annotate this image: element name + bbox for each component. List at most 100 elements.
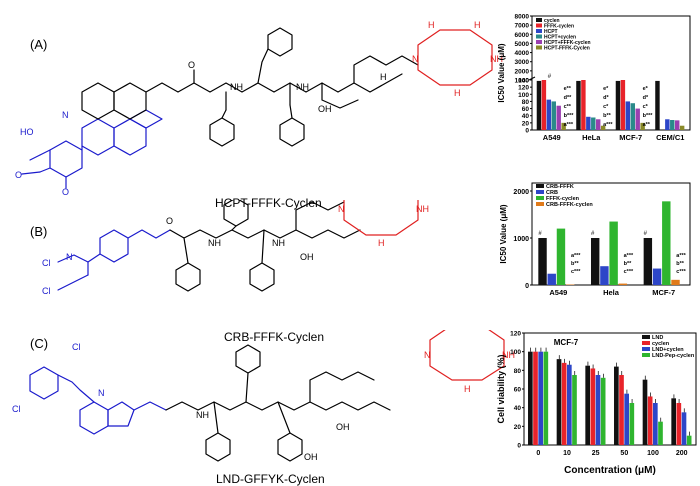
bar: [562, 363, 567, 445]
x-tick-label: 50: [620, 450, 628, 457]
atom-n: N: [98, 388, 105, 398]
significance-label: a***: [624, 253, 634, 259]
y-tick-label: 8000: [515, 14, 530, 21]
bar: [662, 201, 670, 285]
legend-swatch: [642, 335, 650, 339]
atom-cl: Cl: [12, 404, 21, 414]
bar: [548, 274, 556, 285]
legend-swatch: [536, 190, 544, 194]
atom-h: H: [454, 88, 461, 98]
bar: [538, 238, 546, 285]
y-tick-label: 3000: [515, 59, 530, 66]
y-tick-label: 40: [522, 113, 530, 120]
gffyk-linker: [166, 345, 390, 461]
y-tick-label: 40: [514, 405, 522, 412]
legend-label: LND-Pep-cyclen: [652, 353, 695, 359]
significance-label: a***: [676, 253, 686, 259]
y-tick-label: 0: [525, 128, 529, 135]
y-axis-label: IC50 Value (μM): [497, 43, 506, 102]
bar: [591, 368, 596, 445]
bar: [687, 436, 692, 445]
bar: [557, 229, 565, 285]
significance-label: d*: [603, 95, 609, 101]
legend-swatch: [536, 29, 542, 33]
y-tick-label: 120: [510, 331, 521, 338]
bar: [653, 403, 658, 445]
bar: [675, 120, 679, 130]
legend-swatch: [536, 184, 544, 188]
molecule-c-structure: Cl Cl N OH OH NH N NH H: [0, 330, 520, 470]
bar: [680, 126, 684, 130]
bar: [670, 120, 674, 130]
atom-ho: HO: [20, 127, 34, 137]
significance-label: #: [548, 74, 552, 80]
bar: [671, 280, 679, 285]
cyclen-ring-b: [344, 200, 418, 235]
bar: [624, 394, 629, 445]
y-tick-label: 2000: [515, 68, 530, 75]
significance-label: c***: [571, 269, 581, 275]
y-tick-label: 1000: [515, 78, 530, 85]
atom-nh: NH: [208, 238, 221, 248]
y-tick-label: 20: [522, 120, 530, 127]
bar: [572, 375, 577, 445]
bar: [596, 119, 600, 130]
legend-label: HCPT-FFFK-Cyclen: [544, 46, 590, 52]
atom-cl: Cl: [72, 342, 81, 352]
bar: [655, 81, 659, 130]
bar: [576, 81, 580, 130]
y-tick-label: 5000: [515, 41, 530, 48]
legend-swatch: [536, 35, 542, 39]
atom-h: H: [380, 72, 387, 82]
bar: [619, 375, 624, 445]
y-tick-label: 0: [517, 443, 521, 450]
bar: [644, 238, 652, 285]
x-tick-label: CEM/C1: [656, 133, 684, 142]
significance-label: b***: [564, 113, 575, 119]
x-tick-label: Hela: [603, 288, 620, 297]
x-tick-label: 200: [676, 450, 688, 457]
legend-swatch: [536, 24, 542, 28]
atom-oh: OH: [300, 252, 314, 262]
significance-label: #: [644, 231, 648, 237]
atom-h: H: [428, 20, 435, 30]
bar: [609, 222, 617, 285]
y-tick-label: 7000: [515, 23, 530, 30]
bar: [552, 101, 556, 130]
atom-o: O: [166, 216, 173, 226]
bar: [616, 81, 620, 130]
x-axis-label: Concentration (μM): [564, 465, 656, 476]
bar: [586, 117, 590, 130]
bar: [591, 118, 595, 131]
x-tick-label: 25: [592, 450, 600, 457]
atom-nh: NH: [230, 82, 243, 92]
molecule-b-structure: N Cl Cl O NH NH OH N NH H: [0, 200, 520, 330]
bar: [648, 396, 653, 445]
significance-label: a***: [564, 122, 574, 128]
legend-swatch: [642, 353, 650, 357]
bar: [621, 80, 625, 130]
y-axis-label: Cell viability (%): [496, 354, 506, 423]
atom-n: N: [424, 350, 431, 360]
y-tick-label: 100: [518, 92, 529, 99]
bar: [665, 119, 669, 130]
bar: [543, 352, 548, 445]
molecule-a-structure: O NH NH OH H H H N NH H HO N O O: [0, 0, 520, 200]
atom-o: O: [62, 187, 69, 197]
significance-label: d**: [564, 95, 573, 101]
cyclen-ring-a: [418, 30, 492, 85]
atom-o: O: [15, 170, 22, 180]
y-tick-label: 80: [522, 99, 530, 106]
bar: [629, 403, 634, 445]
atom-n: N: [412, 54, 419, 64]
atom-cl: Cl: [42, 258, 51, 268]
atom-oh: OH: [336, 422, 350, 432]
legend-label: CRB-FFFK-cyclen: [546, 202, 593, 208]
atom-n: N: [62, 110, 69, 120]
atom-nh: NH: [296, 82, 309, 92]
bar: [600, 266, 608, 285]
bar: [626, 101, 630, 130]
bar: [631, 103, 635, 130]
bar: [601, 378, 606, 445]
y-tick-label: 4000: [515, 50, 530, 57]
